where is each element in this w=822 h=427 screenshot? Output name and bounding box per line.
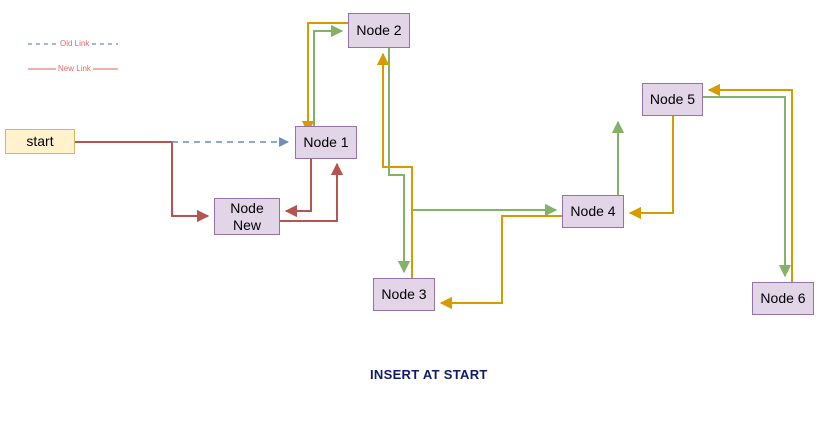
edge-node3-to-node2 [376, 52, 413, 278]
edge-nodenew-to-node1 [280, 162, 344, 222]
legend-label-old-link: Old Link [58, 39, 92, 48]
node-node3[interactable]: Node 3 [373, 278, 435, 311]
node-node6[interactable]: Node 6 [752, 282, 814, 315]
node-nodenew[interactable]: Node New [214, 198, 280, 235]
edge-node1-to-nodenew [284, 159, 312, 218]
legend-label-new-link: New Link [56, 64, 93, 73]
edge-node5-to-node4 [628, 116, 674, 220]
edge-node4-to-node3 [439, 215, 562, 310]
edge-node1-to-node2 [313, 24, 344, 126]
edge-node2-to-node3 [388, 48, 411, 274]
node-node4[interactable]: Node 4 [562, 195, 624, 228]
edge-node5-to-node6 [703, 96, 792, 278]
node-start[interactable]: start [5, 129, 75, 154]
edge-node2-to-node1 [301, 22, 348, 134]
node-node5[interactable]: Node 5 [642, 83, 703, 116]
node-node2[interactable]: Node 2 [348, 13, 410, 48]
edge-start-to-nodenew [75, 141, 210, 223]
page-title: INSERT AT START [370, 367, 488, 382]
edge-node6-to-node5 [707, 83, 793, 282]
node-node1[interactable]: Node 1 [295, 126, 357, 159]
